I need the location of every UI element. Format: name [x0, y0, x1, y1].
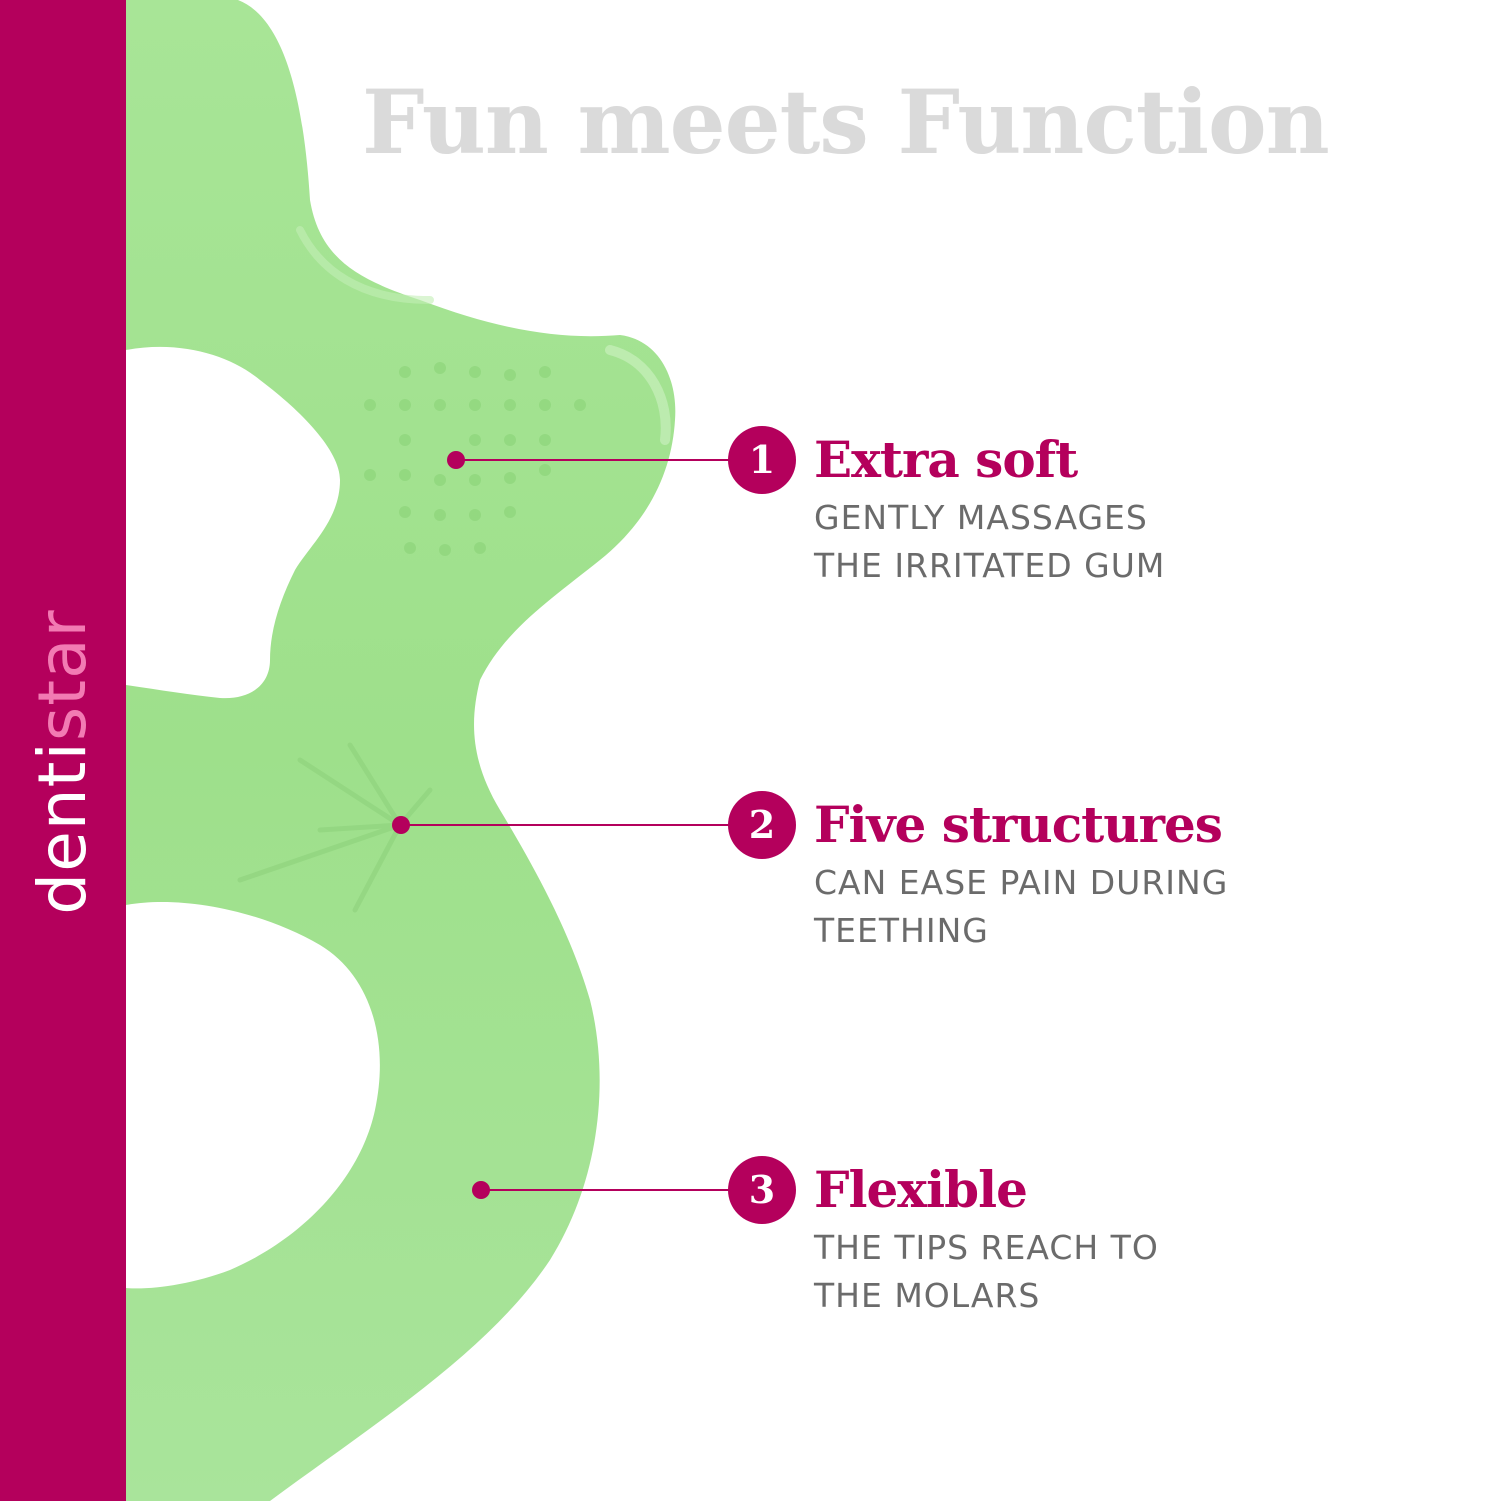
- callout-dot-1: [447, 451, 465, 469]
- feature-title: Five structures: [814, 795, 1223, 854]
- feature-description: THE TIPS REACH TO THE MOLARS: [814, 1224, 1159, 1320]
- number-badge: 3: [728, 1156, 796, 1224]
- feature-description-line: TEETHING: [814, 911, 989, 950]
- feature-description-line: CAN EASE PAIN DURING: [814, 863, 1229, 902]
- number-badge: 2: [728, 791, 796, 859]
- feature-description: CAN EASE PAIN DURING TEETHING: [814, 859, 1228, 955]
- callout-dot-2: [392, 816, 410, 834]
- callout-dot-3: [472, 1181, 490, 1199]
- feature-description: GENTLY MASSAGES THE IRRITATED GUM: [814, 494, 1165, 590]
- feature-description-line: THE IRRITATED GUM: [814, 546, 1166, 585]
- brand-sidebar: dentistar: [0, 0, 126, 1501]
- number-badge: 1: [728, 426, 796, 494]
- headline: Fun meets Function: [362, 70, 1330, 174]
- feature-title: Flexible: [814, 1160, 1028, 1219]
- feature-title: Extra soft: [814, 430, 1078, 489]
- feature-description-line: THE MOLARS: [814, 1276, 1041, 1315]
- feature-description-line: GENTLY MASSAGES: [814, 498, 1148, 537]
- feature-description-line: THE TIPS REACH TO: [814, 1228, 1159, 1267]
